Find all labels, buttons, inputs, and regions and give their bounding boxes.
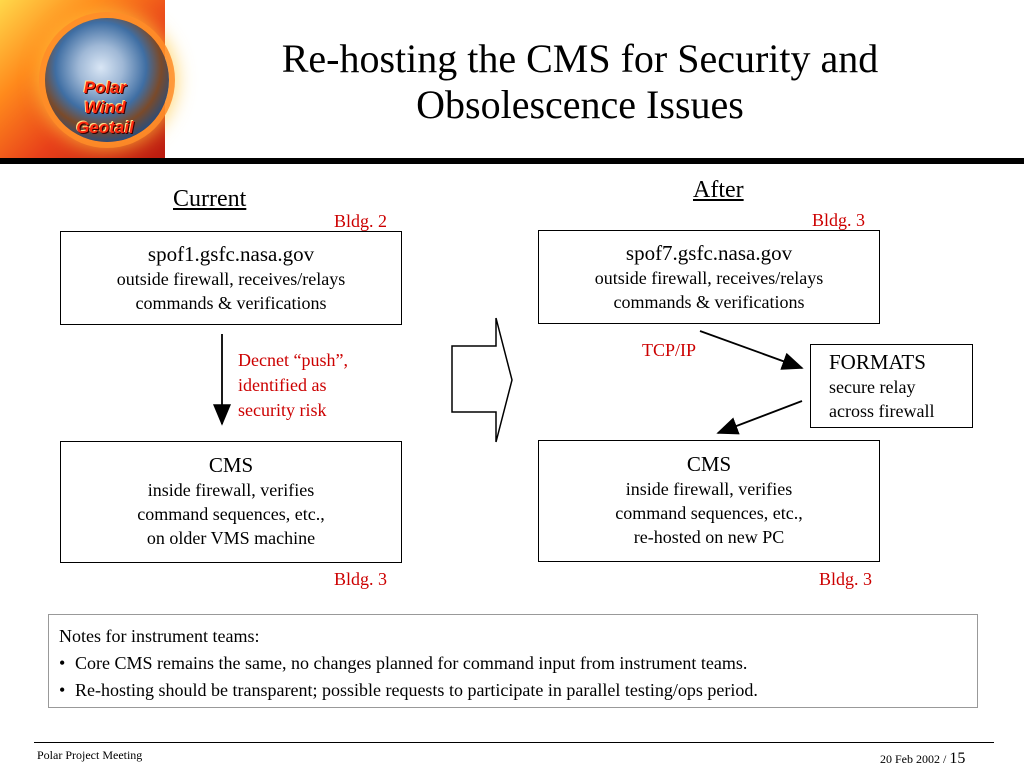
cms-current-box: CMS inside firewall, verifies command se… xyxy=(60,441,402,563)
after-heading: After xyxy=(693,177,744,203)
decnet-note-2: identified as xyxy=(238,375,327,395)
after-bottom-building: Bldg. 3 xyxy=(819,569,873,589)
cms-current-name: CMS xyxy=(208,453,254,477)
cms-current-desc-3: on older VMS machine xyxy=(146,528,316,548)
logo-text: Polar Wind Geotail xyxy=(55,78,155,138)
footer-divider xyxy=(34,742,994,743)
notes-item-text: Core CMS remains the same, no changes pl… xyxy=(75,653,748,673)
formats-desc-1: secure relay xyxy=(829,377,916,397)
current-top-building: Bldg. 2 xyxy=(334,211,388,231)
decnet-note-1: Decnet “push”, xyxy=(238,350,348,370)
title-line-1: Re-hosting the CMS for Security and xyxy=(281,36,879,81)
bullet-icon: • xyxy=(59,653,66,673)
decnet-note-3: security risk xyxy=(238,400,327,420)
notes-heading: Notes for instrument teams: xyxy=(59,626,260,646)
cms-current-desc-1: inside firewall, verifies xyxy=(147,480,315,500)
notes-item-text: Re-hosting should be transparent; possib… xyxy=(75,680,758,700)
cms-after-desc-2: command sequences, etc., xyxy=(615,503,803,523)
globe-logo-icon xyxy=(45,18,169,142)
cms-after-desc-1: inside firewall, verifies xyxy=(625,479,793,499)
page-number: 15 xyxy=(949,750,966,767)
footer-date: 20 Feb 2002 / xyxy=(880,752,947,766)
spof7-host: spof7.gsfc.nasa.gov xyxy=(625,241,793,265)
spof1-host: spof1.gsfc.nasa.gov xyxy=(147,242,315,266)
decnet-note: Decnet “push”, identified as security ri… xyxy=(238,348,348,423)
title-line-2: Obsolescence Issues xyxy=(416,82,744,127)
transition-right-arrow-icon xyxy=(451,317,513,443)
footer-meeting: Polar Project Meeting xyxy=(37,748,143,762)
after-top-building: Bldg. 3 xyxy=(812,210,866,230)
tcpip-arrow-icon xyxy=(699,330,804,370)
cms-after-name: CMS xyxy=(686,452,732,476)
notes-box: Notes for instrument teams: • Core CMS r… xyxy=(48,614,978,708)
logo-line-geotail: Geotail xyxy=(76,118,134,137)
spof1-desc-1: outside firewall, receives/relays xyxy=(116,269,346,289)
formats-desc-2: across firewall xyxy=(829,401,935,421)
notes-item: • Core CMS remains the same, no changes … xyxy=(59,650,967,677)
slide-title: Re-hosting the CMS for Security and Obso… xyxy=(185,36,975,128)
logo-line-wind: Wind xyxy=(84,98,126,117)
cms-after-desc-3: re-hosted on new PC xyxy=(633,527,785,547)
current-bottom-building: Bldg. 3 xyxy=(334,569,388,589)
spof1-box: spof1.gsfc.nasa.gov outside firewall, re… xyxy=(60,231,402,325)
formats-to-cms-arrow-icon xyxy=(716,400,803,435)
notes-item: • Re-hosting should be transparent; poss… xyxy=(59,677,967,704)
formats-name: FORMATS xyxy=(829,350,926,374)
cms-after-box: CMS inside firewall, verifies command se… xyxy=(538,440,880,562)
logo-line-polar: Polar xyxy=(83,78,127,97)
cms-current-desc-2: command sequences, etc., xyxy=(137,504,325,524)
title-divider xyxy=(0,158,1024,164)
spof7-desc-1: outside firewall, receives/relays xyxy=(594,268,824,288)
tcpip-label: TCP/IP xyxy=(642,340,697,360)
spof1-desc-2: commands & verifications xyxy=(135,293,327,313)
spof7-box: spof7.gsfc.nasa.gov outside firewall, re… xyxy=(538,230,880,324)
current-heading: Current xyxy=(173,186,247,212)
bullet-icon: • xyxy=(59,680,66,700)
formats-box: FORMATS secure relay across firewall xyxy=(810,344,973,428)
spof7-desc-2: commands & verifications xyxy=(613,292,805,312)
footer-date-page: 20 Feb 2002 / 15 xyxy=(880,750,965,768)
